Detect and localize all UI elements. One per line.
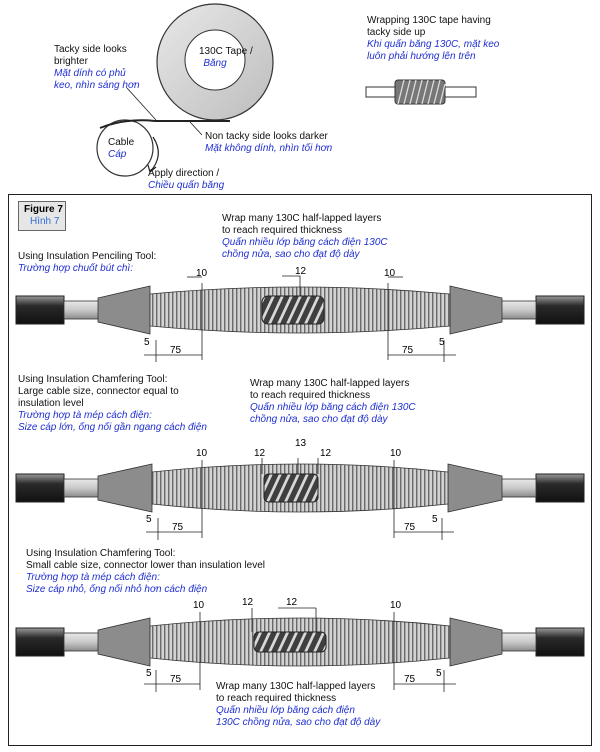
tape-roll: [156, 3, 274, 121]
dim-12-left: 12: [242, 597, 254, 608]
wrap-2-en-1: Wrap many 130C half-lapped layers: [250, 378, 410, 389]
dim-10-right: 10: [384, 268, 396, 279]
figure-7-label: Figure 7 Hình 7: [18, 201, 66, 231]
connector: [261, 295, 325, 325]
wrap-1-en-2: to reach required thickness: [222, 225, 343, 236]
wrap-2-en-2: to reach required thickness: [250, 390, 371, 401]
tacky-side-label-1: Tacky side looks: [54, 44, 127, 55]
case-3-en-2: Small cable size, connector lower than i…: [26, 560, 266, 571]
non-tacky-label-vi: Mặt không dính, nhìn tối hơn: [205, 143, 333, 154]
dim-10-left: 10: [196, 268, 208, 279]
case-3-en-1: Using Insulation Chamfering Tool:: [26, 548, 176, 559]
case-2-en-3: insulation level: [18, 398, 84, 409]
dim-75-right: 75: [402, 345, 414, 356]
cable-jacket-left: [15, 295, 65, 325]
wrap-3-vi-1: Quấn nhiều lớp băng cách điện: [216, 705, 355, 716]
splice-diagram-1: 10 12 10 5 75 75 5: [15, 266, 585, 362]
figure-title-vi: Hình 7: [30, 216, 60, 227]
cable-jacket-right: [535, 295, 585, 325]
wrap-1-vi-1: Quấn nhiều lớp băng cách điện 130C: [222, 237, 388, 248]
tacky-side-label-2: brighter: [54, 56, 88, 67]
case-1-en: Using Insulation Penciling Tool:: [18, 251, 157, 262]
wrap-1-en-1: Wrap many 130C half-lapped layers: [222, 213, 382, 224]
splice-diagram-3: 10 12 12 10 5 75 75 5: [15, 597, 585, 692]
apply-direction-en: Apply direction /: [148, 168, 220, 179]
dim-12: 12: [295, 266, 307, 277]
wrap-3-en-2: to reach required thickness: [216, 693, 337, 704]
wrap-2-vi-2: chồng nửa, sao cho đạt độ dày: [250, 414, 388, 425]
case-3-vi-2: Size cáp nhỏ, ống nối nhỏ hơn cách điện: [26, 584, 208, 595]
tape-illustration: [96, 3, 477, 177]
semicon-cone-left: [97, 285, 151, 335]
dim-10-right: 10: [390, 600, 402, 611]
non-tacky-label-en: Non tacky side looks darker: [205, 131, 328, 142]
dim-10-left: 10: [196, 448, 208, 459]
case-2-en-1: Using Insulation Chamfering Tool:: [18, 374, 168, 385]
dim-5-left: 5: [146, 668, 152, 679]
cable-circle: [96, 119, 154, 177]
dim-12-right: 12: [286, 597, 298, 608]
case-2-vi-2: Size cáp lớn, ống nối gần ngang cách điệ…: [18, 422, 207, 433]
wrap-3-en-1: Wrap many 130C half-lapped layers: [216, 681, 376, 692]
case-2-en-2: Large cable size, connector equal to: [18, 386, 179, 397]
dim-10-right: 10: [390, 448, 402, 459]
wrap-note-en-2: tacky side up: [367, 27, 426, 38]
dim-5-right: 5: [436, 668, 442, 679]
wrap-1-vi-2: chồng nửa, sao cho đạt độ dày: [222, 249, 360, 260]
dim-5-left: 5: [144, 337, 150, 348]
case-3-vi-1: Trường hợp tà mép cách điện:: [26, 572, 160, 583]
cable-label-en: Cable: [108, 137, 135, 148]
figure-title-en: Figure 7: [24, 204, 63, 215]
wrap-note-vi-1: Khi quấn băng 130C, mặt keo: [367, 39, 500, 50]
dim-13: 13: [295, 438, 307, 449]
dim-75-left: 75: [170, 345, 182, 356]
roll-label-en: 130C Tape /: [199, 46, 253, 57]
semicon-cone-right: [449, 285, 503, 335]
cable-label-vi: Cáp: [108, 149, 127, 160]
dim-75-left: 75: [172, 522, 184, 533]
wrapped-sample-icon: [365, 79, 477, 105]
dim-75-left: 75: [170, 674, 182, 685]
case-2-vi-1: Trường hợp tà mép cách điện:: [18, 410, 152, 421]
tacky-side-vi-2: keo, nhìn sáng hơn: [54, 80, 140, 91]
dim-12-left: 12: [254, 448, 266, 459]
dim-5-right: 5: [432, 514, 438, 525]
figure-7-frame: [8, 194, 592, 746]
wrap-2-vi-1: Quấn nhiều lớp băng cách điện 130C: [250, 402, 416, 413]
dim-12-right: 12: [320, 448, 332, 459]
dim-75-right: 75: [404, 674, 416, 685]
splice-diagram-2: 10 12 13 12 10 5 75 75 5: [15, 438, 585, 540]
wrap-note-vi-2: luôn phải hướng lên trên: [367, 51, 476, 62]
wrap-note-en-1: Wrapping 130C tape having: [367, 15, 491, 26]
dim-10-left: 10: [193, 600, 205, 611]
case-1-vi: Trường hợp chuốt bút chì:: [18, 263, 133, 274]
dim-75-right: 75: [404, 522, 416, 533]
apply-direction-arrow: [149, 136, 159, 173]
tacky-side-vi-1: Mặt dính có phủ: [54, 68, 126, 79]
dim-5-right: 5: [439, 337, 445, 348]
dim-5-left: 5: [146, 514, 152, 525]
apply-direction-vi: Chiều quấn băng: [148, 180, 225, 191]
wrap-3-vi-2: 130C chồng nửa, sao cho đạt độ dày: [216, 717, 381, 728]
roll-label-vi: Băng: [203, 58, 227, 69]
